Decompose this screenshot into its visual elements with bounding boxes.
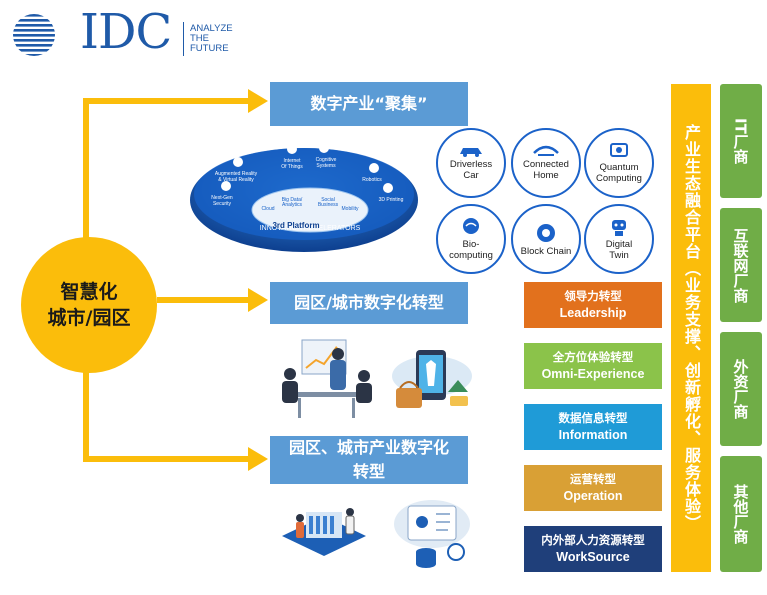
branch-industry-digitalization: 园区、城市产业数字化 转型: [270, 436, 468, 484]
vendor-internet: 互联网厂商: [720, 208, 762, 322]
transformation-zh: 数据信息转型: [558, 411, 628, 425]
tagline-line-1: ANALYZE: [190, 23, 233, 34]
vendor-other: 其他厂商: [720, 456, 762, 572]
retail-workers-illustration: [282, 508, 366, 556]
branch-park-city-digital-transformation: 园区/城市数字化转型: [270, 282, 468, 324]
idc-logo-text: IDC: [80, 4, 172, 60]
platform-ring-label: INNOVATION ACCELERATORS: [260, 225, 361, 232]
svg-text:Big Data/: Big Data/: [282, 197, 303, 203]
tagline-line-2: THE: [190, 33, 209, 44]
tagline-line-3: FUTURE: [190, 43, 229, 54]
svg-text:Augmented Reality: Augmented Reality: [215, 171, 258, 177]
online-shopping-illustration: [392, 350, 472, 408]
transformation-zh: 内外部人力资源转型: [541, 533, 645, 547]
transformation-worksource: 内外部人力资源转型 WorkSource: [524, 526, 662, 572]
tech-label-1: Connected: [523, 159, 569, 170]
idc-globe-logo-icon: [13, 14, 55, 56]
transformation-zh: 全方位体验转型: [552, 350, 634, 364]
svg-text:3D Printing: 3D Printing: [379, 197, 404, 203]
tech-label-1: Block Chain: [520, 245, 572, 257]
tech-connected-home: Connected Home: [511, 128, 581, 198]
tech-label-1: Digital: [605, 239, 633, 250]
vendor-it: IT厂商: [720, 84, 762, 198]
business-meeting-illustration: [282, 339, 372, 418]
smart-city-hub: 智慧化 城市/园区: [21, 237, 157, 373]
transformation-en: WorkSource: [556, 550, 630, 564]
svg-text:Analytics: Analytics: [282, 202, 303, 208]
transformation-operation: 运营转型 Operation: [524, 465, 662, 511]
tech-label-2: Home: [533, 170, 559, 181]
tech-label-1: Driverless: [449, 159, 493, 170]
svg-text:Security: Security: [213, 201, 232, 207]
branch-bottom-line-1: 园区、城市产业数字化: [288, 438, 449, 457]
svg-text:Next-Gen: Next-Gen: [211, 195, 233, 201]
platform-center-label: 3rd Platform: [272, 221, 319, 230]
hub-line-1: 智慧化: [60, 281, 118, 303]
cloud-data-illustration: [394, 500, 470, 568]
transformation-leadership: 领导力转型 Leadership: [524, 282, 662, 328]
tech-label-1: Bio-: [462, 239, 480, 250]
svg-text:Cognitive: Cognitive: [316, 157, 337, 163]
car-icon: [460, 148, 482, 157]
svg-text:Of Things: Of Things: [281, 164, 303, 170]
logo-tagline: ANALYZE THE FUTURE: [190, 24, 233, 54]
transformation-zh: 运营转型: [570, 472, 616, 486]
hub-line-2: 城市/园区: [47, 307, 131, 329]
brain-icon: [463, 218, 479, 234]
svg-text:Internet: Internet: [284, 158, 302, 164]
tech-label-2: Computing: [596, 173, 642, 184]
tech-driverless-car: Driverless Car: [436, 128, 506, 198]
svg-text:Robotics: Robotics: [362, 177, 382, 183]
quantum-icon: [610, 143, 628, 157]
svg-text:Cloud: Cloud: [261, 206, 274, 212]
tech-label-2: Car: [463, 170, 479, 181]
svg-text:Systems: Systems: [316, 163, 336, 169]
transformation-omni-experience: 全方位体验转型 Omni-Experience: [524, 343, 662, 389]
ecosystem-platform-bar: [671, 84, 711, 572]
svg-text:Mobility: Mobility: [342, 206, 359, 212]
tech-quantum-computing: Quantum Computing: [584, 128, 654, 198]
tech-label-2: Twin: [609, 250, 629, 261]
home-icon: [533, 145, 559, 156]
branch-industry-aggregation: 数字产业“聚集”: [270, 82, 468, 126]
transformation-en: Omni-Experience: [541, 367, 645, 381]
transformation-information: 数据信息转型 Information: [524, 404, 662, 450]
svg-text:& Virtual Reality: & Virtual Reality: [218, 177, 254, 183]
ecosystem-platform-label: 产业生态融合平台（业务支撑、创新孵化、服务体验）: [682, 124, 701, 532]
transformation-en: Leadership: [559, 306, 627, 320]
robot-icon: [612, 220, 626, 236]
branch-bottom-line-2: 转型: [352, 462, 385, 481]
blockchain-icon: [537, 223, 555, 242]
tech-block-chain: Block Chain: [511, 204, 581, 274]
tech-label-2: computing: [449, 250, 493, 261]
transformation-en: Operation: [563, 489, 623, 503]
svg-text:Business: Business: [318, 202, 339, 208]
vendor-foreign: 外资厂商: [720, 332, 762, 446]
tech-label-1: Quantum: [599, 162, 639, 173]
transformation-zh: 领导力转型: [564, 289, 622, 303]
logo-divider: [183, 22, 184, 56]
tech-bio-computing: Bio- computing: [436, 204, 506, 274]
tech-digital-twin: Digital Twin: [584, 204, 654, 274]
transformation-en: Information: [558, 428, 628, 442]
svg-text:Social: Social: [321, 197, 335, 203]
